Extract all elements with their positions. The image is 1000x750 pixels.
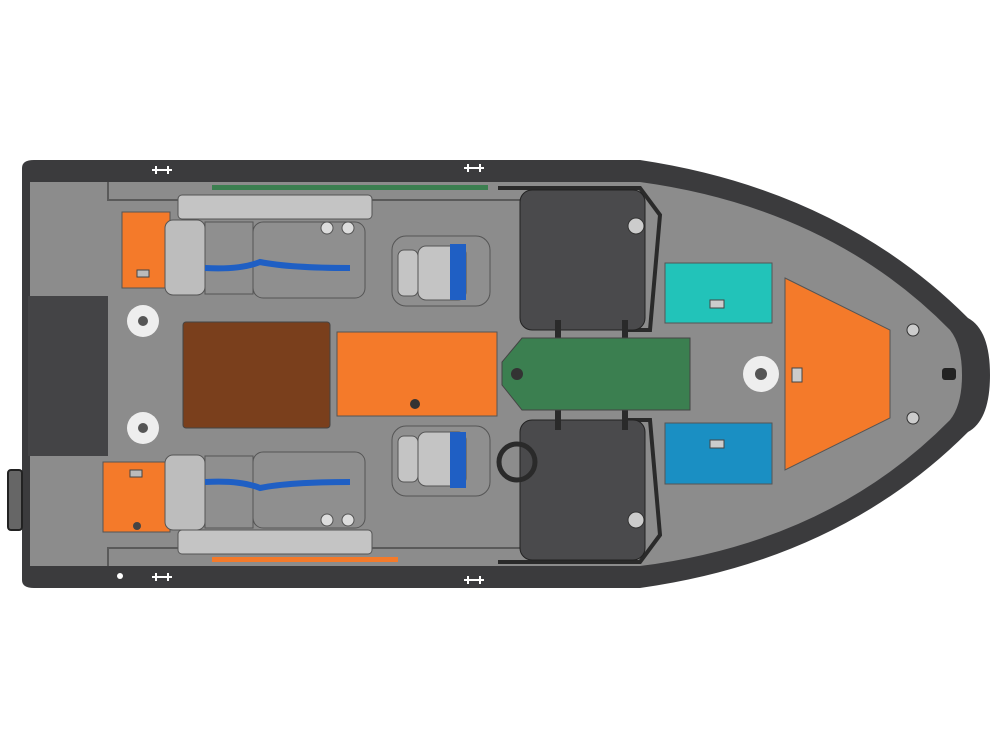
hatch-handle-icon — [709, 299, 725, 309]
console-bottom — [519, 419, 646, 561]
orange-bow-deck — [784, 277, 891, 471]
cup-holder-icon — [127, 305, 159, 337]
gunwale-line-top — [107, 182, 640, 201]
gunwale-line-bottom — [107, 547, 640, 566]
teal-bow-hatch — [664, 262, 773, 324]
drain-icon — [117, 573, 123, 579]
cleat-icon — [464, 576, 484, 584]
green-stripe — [212, 185, 488, 190]
rear-seat-top — [164, 194, 373, 299]
hatch-handle-icon — [136, 269, 150, 278]
cleat-icon — [627, 511, 645, 529]
hatch-handle-icon — [511, 368, 523, 380]
hatch-handle-icon — [791, 367, 803, 383]
stern-well — [28, 296, 108, 456]
cup-holder-icon — [743, 356, 779, 392]
teak-deck-panel — [182, 321, 331, 429]
blue-bow-hatch — [664, 422, 773, 485]
cleat-icon — [464, 164, 484, 172]
cleat-icon — [152, 166, 172, 174]
orange-stripe — [212, 557, 398, 562]
helm-seat-bottom — [391, 425, 491, 497]
cleat-icon — [906, 411, 920, 425]
helm-seat-top — [391, 235, 491, 307]
hatch-handle-icon — [129, 469, 143, 478]
bow-eye-icon — [942, 368, 956, 380]
console-top — [519, 189, 646, 331]
green-walkthrough-hatch — [501, 337, 691, 411]
transom-bracket — [7, 469, 23, 531]
steering-wheel-icon — [496, 441, 538, 483]
cleat-icon — [906, 323, 920, 337]
drain-icon — [133, 522, 141, 530]
cup-holder-icon — [127, 412, 159, 444]
cleat-icon — [627, 217, 645, 235]
cleat-icon — [152, 573, 172, 581]
rear-seat-bottom — [164, 451, 373, 555]
hatch-handle-icon — [709, 439, 725, 449]
hatch-handle-icon — [410, 399, 420, 409]
